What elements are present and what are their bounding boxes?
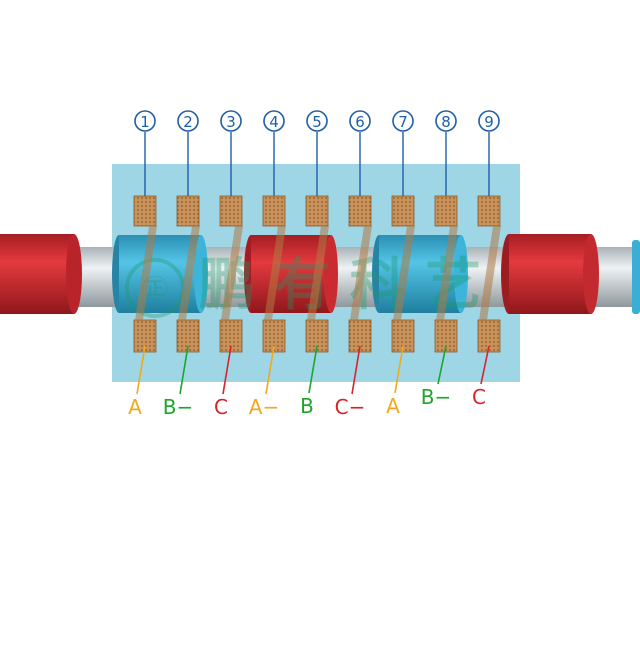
coil-number-6: 6 [349,110,371,132]
coil-bottom-9 [477,319,501,353]
coil-bottom-4 [262,319,286,353]
coil-top-1 [133,195,157,227]
coil-top-7 [391,195,415,227]
coil-number-label: 9 [484,113,494,131]
coil-winding-7 [393,226,415,320]
phase-leader [179,345,189,395]
coil-top-8 [434,195,458,227]
watermark: ㊣ 鹏 有 科 艺 [125,253,482,318]
phase-label-9: C [472,385,486,409]
coil-winding-6 [350,226,372,320]
coil-number-label: 6 [355,113,365,131]
phase-leader [265,345,275,395]
phase-leader [394,345,404,394]
coil-number-4: 4 [263,110,285,132]
phase-label-5: B [300,394,314,418]
coil-bottom-8 [434,319,458,353]
coil-winding-4 [264,226,286,320]
coil-number-8: 8 [435,110,457,132]
phase-leader [308,345,318,394]
coil-top-6 [348,195,372,227]
coil-bottom-7 [391,319,415,353]
phase-leader [351,345,361,395]
coil-bottom-2 [176,319,200,353]
coil-number-label: 2 [183,113,193,131]
magnet-outer-right [501,234,599,314]
phase-label-7: A [386,394,400,418]
coil-bottom-6 [348,319,372,353]
coil-winding-2 [178,226,200,320]
shaft-end-cap [632,240,640,314]
coil-winding-9 [479,226,501,320]
coil-winding-5 [307,226,329,320]
coil-group: 1A 2B− 3C 4A− 5B 6C− 7A 8B− 9C [128,110,501,419]
coil-winding-3 [221,226,243,320]
coil-bottom-5 [305,319,329,353]
coil-number-label: 3 [226,113,236,131]
phase-label-8: B− [421,385,451,409]
coil-winding-1 [135,226,157,320]
phase-label-3: C [214,395,228,419]
coil-top-2 [176,195,200,227]
coil-number-label: 8 [441,113,451,131]
phase-label-2: B− [163,395,193,419]
phase-leader [136,345,146,395]
coil-number-1: 1 [134,110,156,132]
magnet-outer-left [0,234,82,314]
coil-top-4 [262,195,286,227]
coil-top-9 [477,195,501,227]
phase-leader [222,345,232,395]
phase-leader [480,345,490,385]
coil-number-label: 1 [140,113,150,131]
coil-top-5 [305,195,329,227]
coil-top-3 [219,195,243,227]
coil-winding-8 [436,226,458,320]
coil-number-label: 5 [312,113,322,131]
phase-label-6: C− [335,395,366,419]
coil-number-5: 5 [306,110,328,132]
coil-number-2: 2 [177,110,199,132]
coil-number-label: 7 [398,113,408,131]
coil-bottom-1 [133,319,157,353]
phase-leader [437,345,447,385]
coil-number-label: 4 [269,113,279,131]
coil-bottom-3 [219,319,243,353]
phase-label-1: A [128,395,142,419]
coil-number-3: 3 [220,110,242,132]
coil-number-7: 7 [392,110,414,132]
phase-label-4: A− [249,395,279,419]
watermark-text: 鹏 有 科 艺 [199,253,482,318]
coil-number-9: 9 [478,110,500,132]
